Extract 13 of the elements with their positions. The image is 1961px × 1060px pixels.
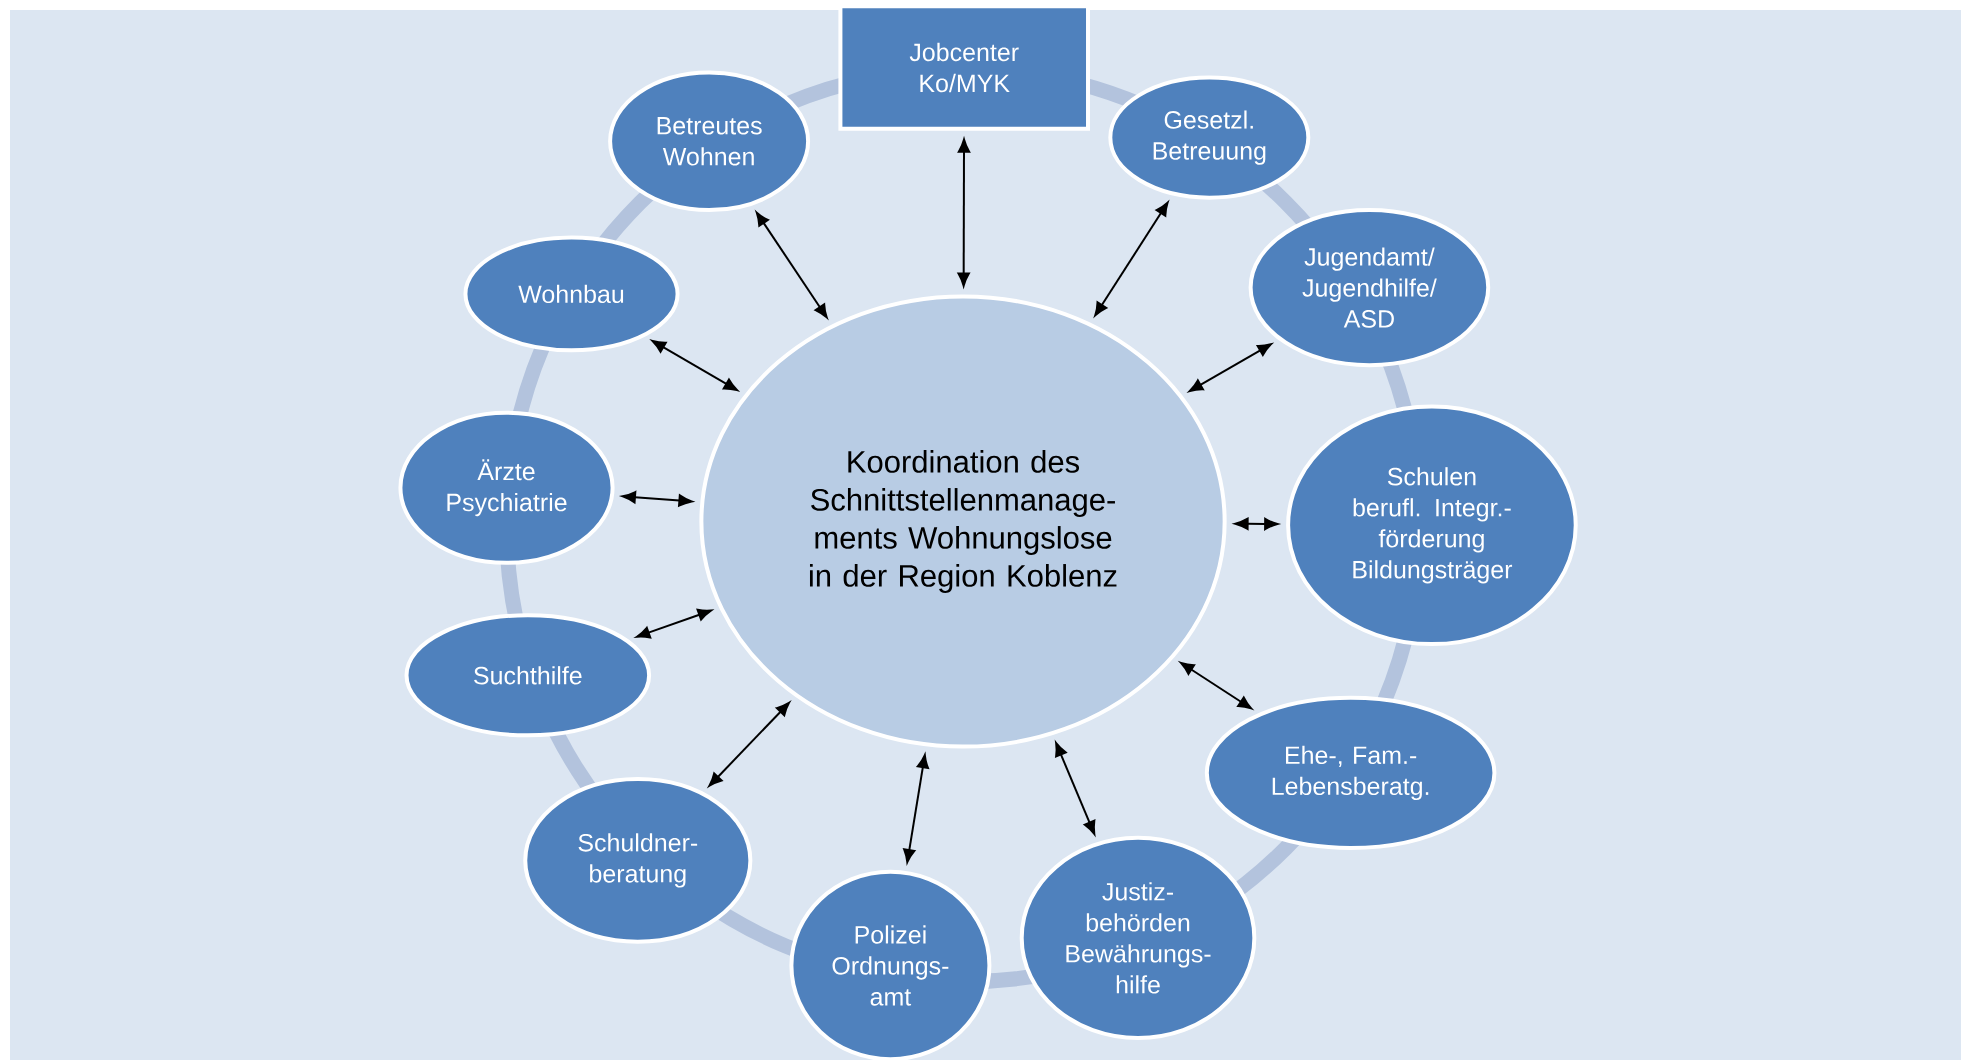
double-arrow <box>636 608 712 639</box>
double-arrow <box>957 138 971 287</box>
agency-box: Jobcenter Ko/MYK <box>838 4 1090 131</box>
double-arrow <box>1234 517 1279 531</box>
double-arrow <box>708 701 790 787</box>
double-arrow <box>1055 742 1096 835</box>
double-arrow <box>1180 661 1253 710</box>
double-arrow <box>903 754 929 864</box>
double-arrow <box>755 211 828 319</box>
double-arrow <box>1188 343 1272 392</box>
double-arrow <box>651 340 738 392</box>
double-arrow <box>621 491 693 507</box>
double-arrow <box>1094 201 1169 317</box>
